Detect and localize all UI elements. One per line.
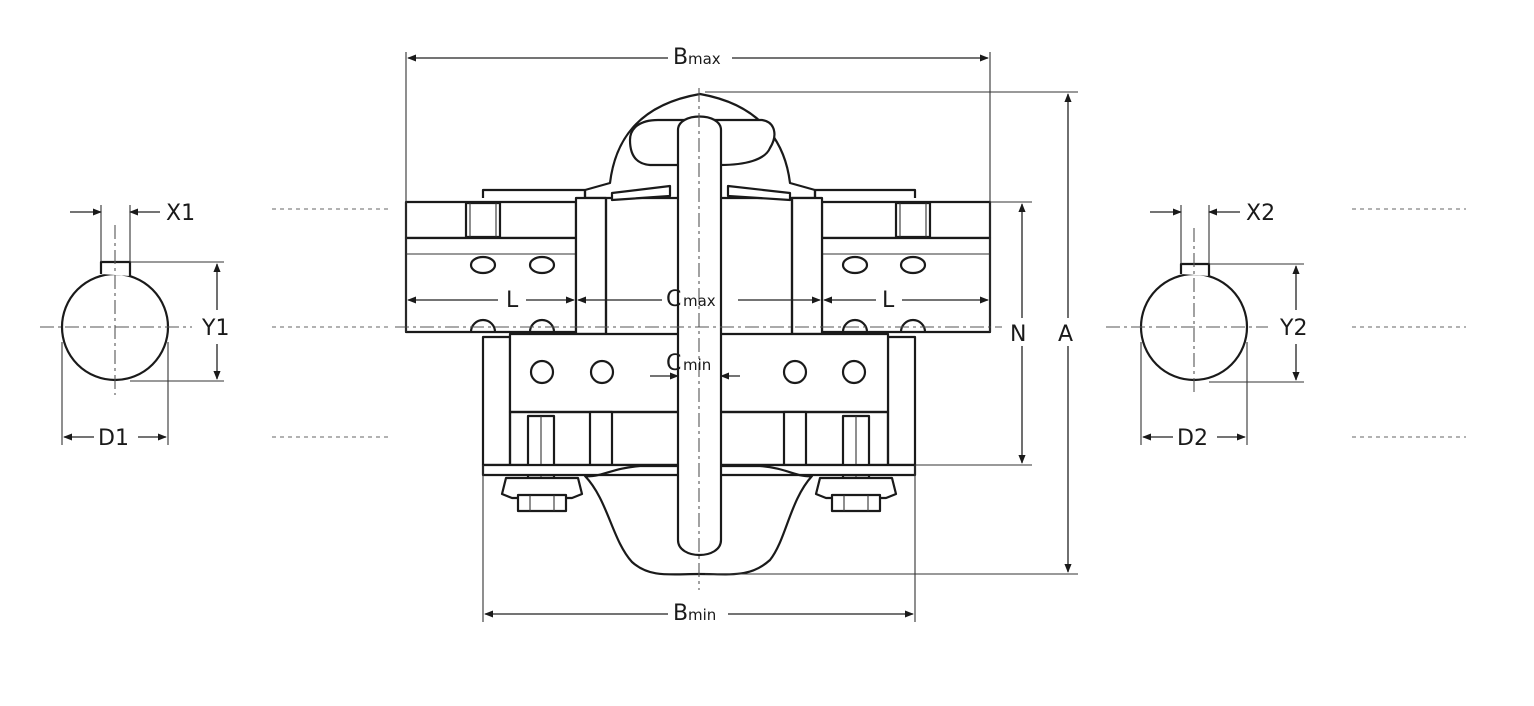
svg-text:B: B bbox=[673, 45, 688, 70]
lower-flexible-element bbox=[583, 464, 814, 576]
dim-label-y2: Y2 bbox=[1279, 316, 1307, 341]
left-shaft-section: X1 Y1 D1 bbox=[40, 201, 390, 451]
upper-bolt-holes bbox=[469, 255, 927, 333]
dim-label-x1: X1 bbox=[166, 201, 195, 226]
svg-text:min: min bbox=[688, 606, 716, 624]
svg-text:min: min bbox=[683, 356, 711, 374]
right-shaft-section: X2 Y2 D2 bbox=[1106, 201, 1466, 451]
svg-text:C: C bbox=[666, 351, 681, 376]
right-hub-body bbox=[820, 236, 992, 334]
dim-label-d1: D1 bbox=[98, 426, 129, 451]
svg-text:max: max bbox=[688, 50, 721, 68]
dim-label-b-min: B min bbox=[673, 601, 716, 626]
dimensions: B max B min L L C max C min bbox=[405, 45, 1078, 626]
dim-label-c-min: C min bbox=[666, 351, 711, 376]
svg-text:max: max bbox=[683, 292, 716, 310]
left-spacer-wall bbox=[574, 196, 608, 336]
dim-label-a: A bbox=[1058, 322, 1073, 347]
lower-bolt-holes bbox=[529, 359, 867, 385]
right-spacer-wall bbox=[790, 196, 824, 336]
left-hub-body bbox=[404, 236, 578, 334]
lower-left-nut bbox=[500, 476, 584, 513]
dim-label-c-max: C max bbox=[666, 287, 716, 312]
dim-label-l-right: L bbox=[882, 288, 895, 313]
dim-label-b-max: B max bbox=[673, 45, 721, 70]
center-stud bbox=[676, 115, 723, 557]
dim-label-d2: D2 bbox=[1177, 426, 1208, 451]
svg-text:B: B bbox=[673, 601, 688, 626]
right-top-setscrew bbox=[894, 201, 932, 239]
right-keyway bbox=[1179, 262, 1211, 276]
coupling-assembly bbox=[395, 88, 1002, 590]
dim-label-l-left: L bbox=[506, 288, 519, 313]
lower-right-nut bbox=[814, 476, 898, 513]
left-top-setscrew bbox=[464, 201, 502, 239]
svg-text:C: C bbox=[666, 287, 681, 312]
dim-label-n: N bbox=[1010, 322, 1026, 347]
dim-label-x2: X2 bbox=[1246, 201, 1275, 226]
dim-label-y1: Y1 bbox=[201, 316, 229, 341]
